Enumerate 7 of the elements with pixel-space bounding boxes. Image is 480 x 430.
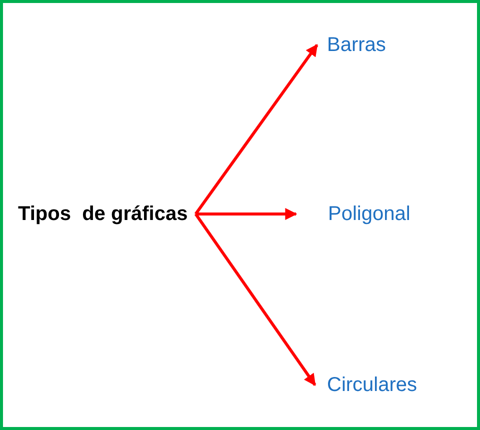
root-label: Tipos de gráficas (18, 202, 188, 226)
arrow (194, 213, 316, 386)
branch-label: Poligonal (328, 202, 410, 226)
branch-label: Circulares (327, 373, 418, 397)
arrow (196, 208, 298, 220)
arrow (194, 44, 318, 215)
branch-label: Barras (327, 33, 386, 57)
